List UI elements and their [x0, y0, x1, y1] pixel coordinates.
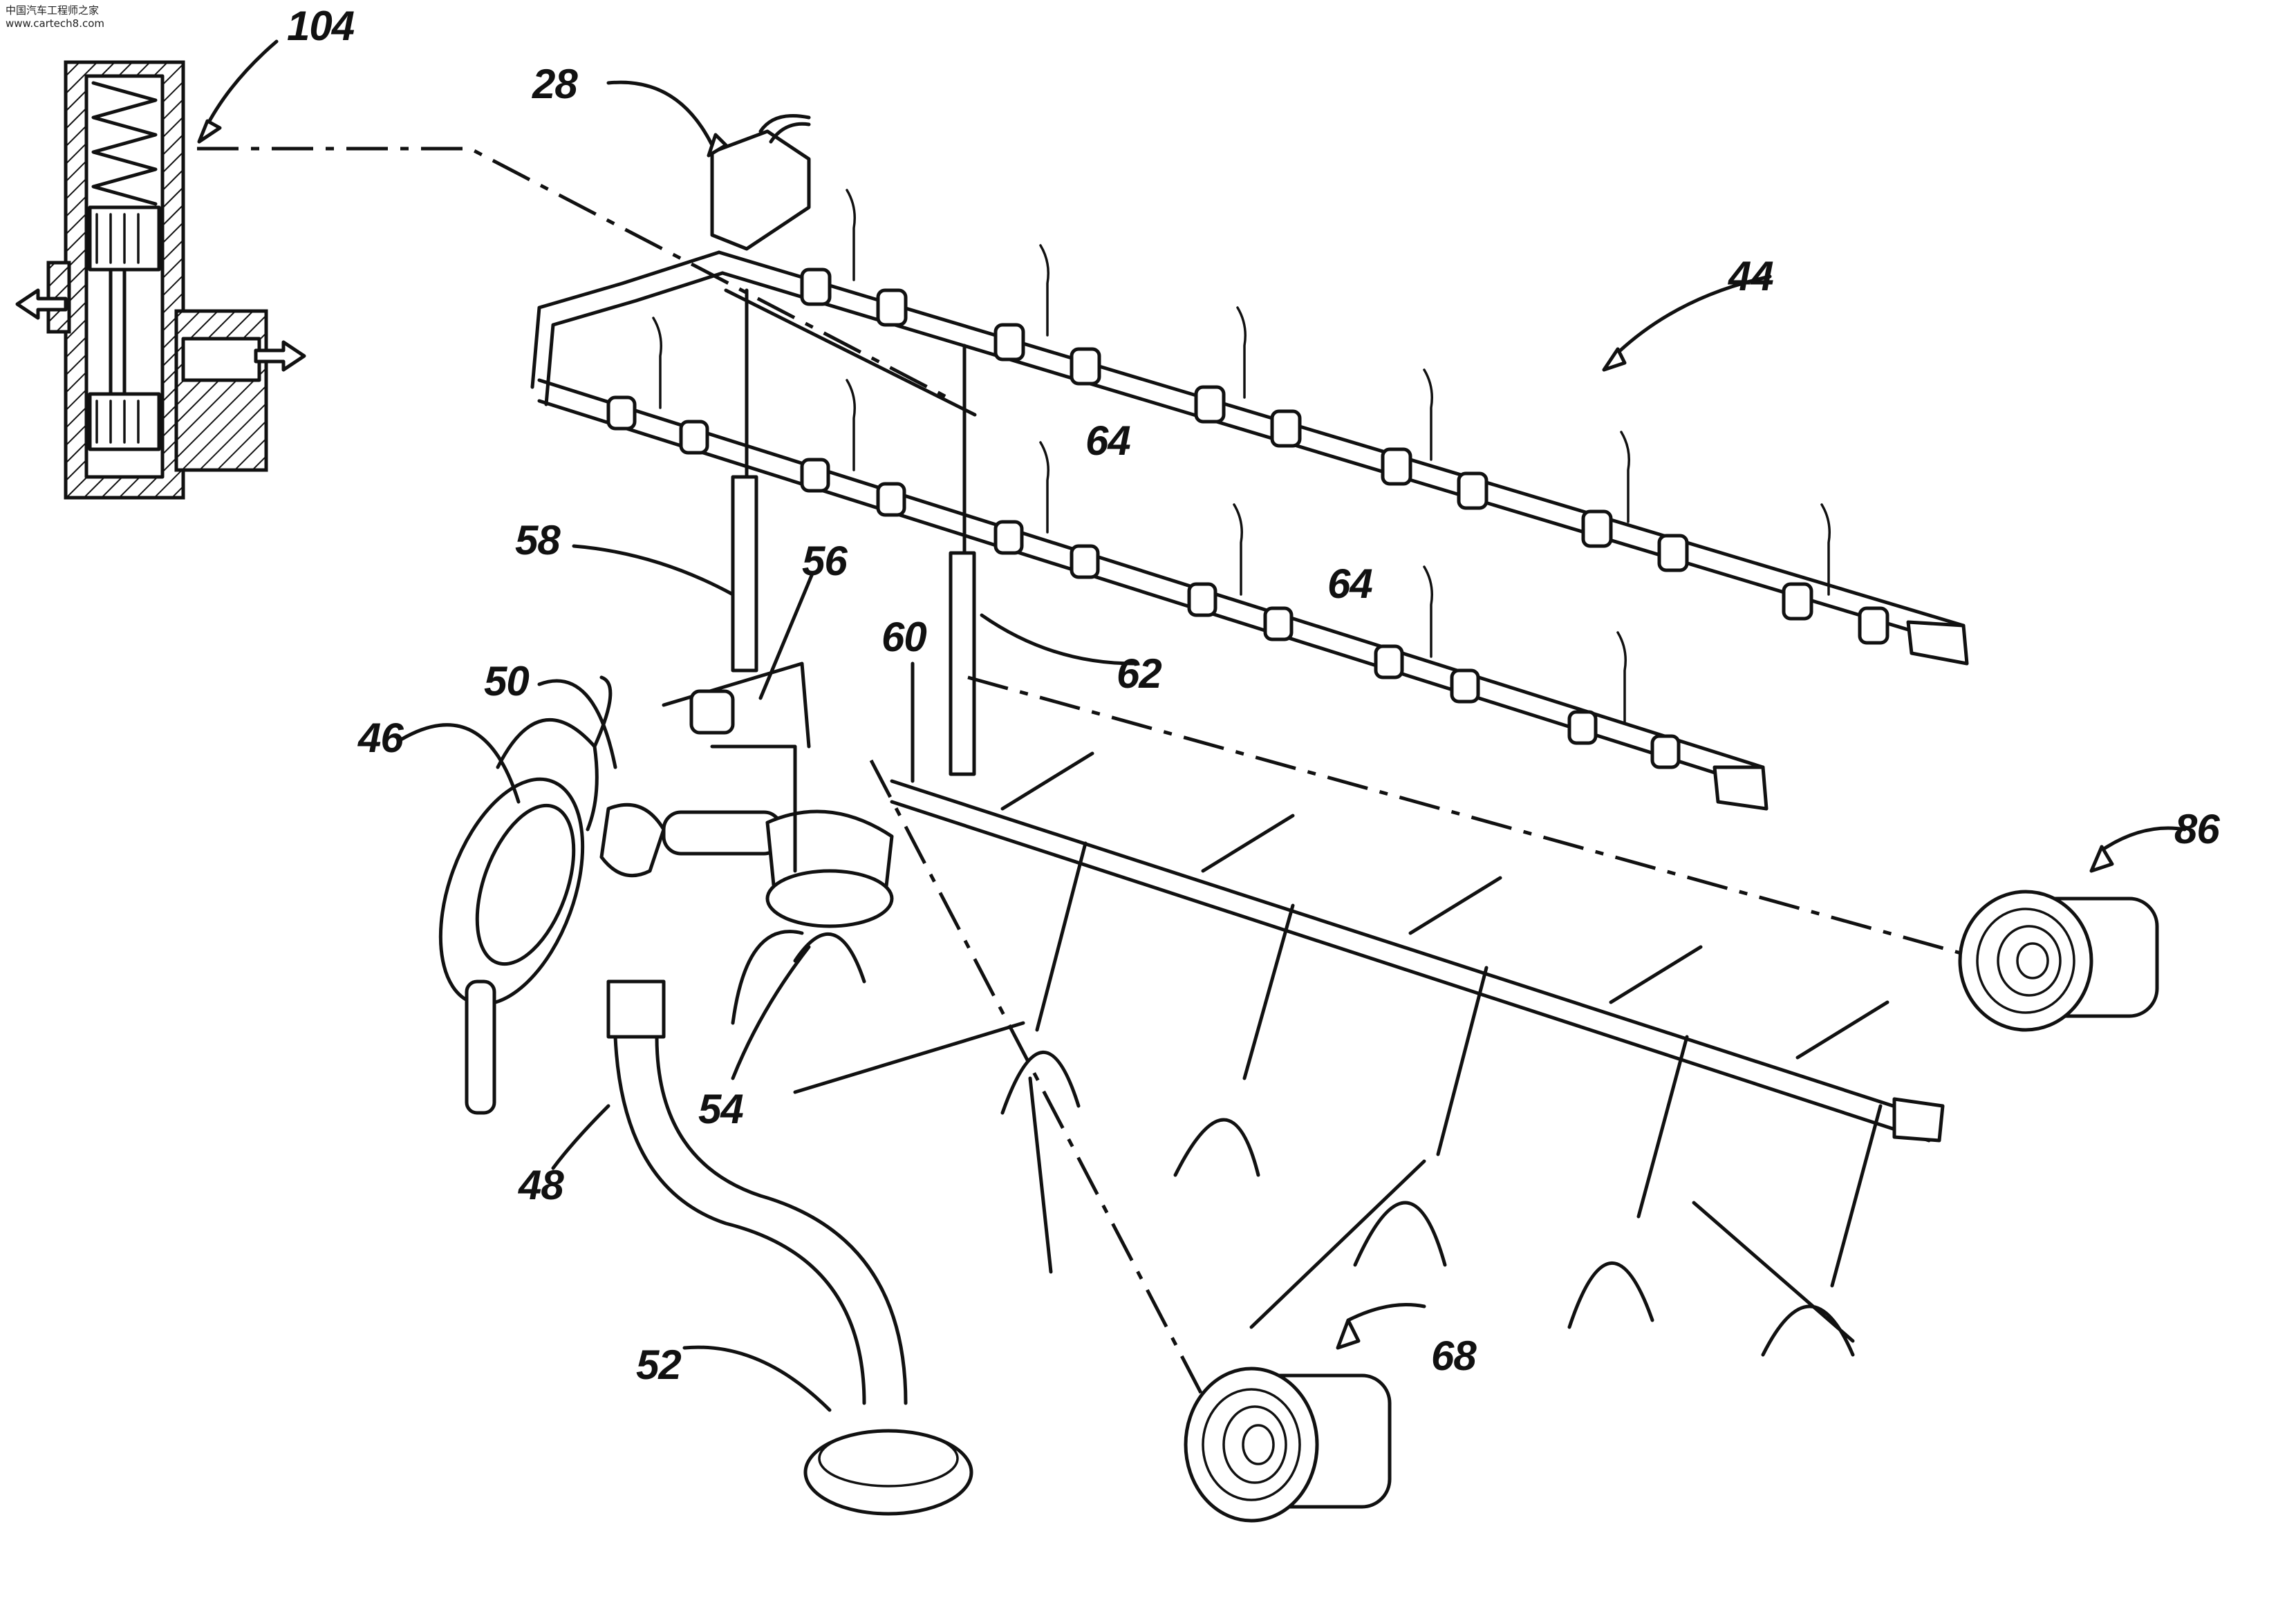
ref-68: 68 [1431, 1333, 1477, 1379]
ref-104: 104 [287, 3, 355, 49]
ref-48: 48 [519, 1162, 564, 1208]
watermark-line1: 中国汽车工程师之家 [6, 4, 100, 17]
ref-58: 58 [515, 517, 561, 563]
ref-60: 60 [881, 614, 927, 660]
connector-68 [1184, 1303, 1426, 1523]
pressure-valve-104 [15, 39, 306, 500]
ref-46: 46 [358, 715, 404, 761]
ref-52: 52 [636, 1342, 682, 1388]
support-posts [572, 288, 1136, 776]
bracket-28 [606, 80, 811, 251]
ref-86: 86 [2174, 806, 2220, 852]
ref-64-b: 64 [1327, 561, 1373, 607]
ref-50: 50 [484, 658, 530, 704]
ref-44: 44 [1728, 253, 1774, 299]
leader-44 [1609, 274, 1772, 362]
ref-28: 28 [532, 61, 578, 107]
lower-rail-assembly [793, 751, 1945, 1357]
hose-and-foot-52 [551, 979, 973, 1516]
watermark: 中国汽车工程师之家 www.cartech8.com [6, 4, 104, 30]
ref-56: 56 [802, 538, 848, 584]
dash-line-68 [869, 759, 1212, 1411]
dash-line-valve [197, 147, 955, 403]
ref-64-a: 64 [1085, 417, 1131, 464]
connector-86 [1958, 826, 2187, 1032]
ref-54: 54 [698, 1086, 744, 1132]
watermark-line2: www.cartech8.com [6, 17, 105, 30]
dash-line-86 [967, 675, 1964, 956]
pump-assembly [399, 572, 915, 1115]
upper-fuel-rail-44 [530, 189, 1969, 811]
ref-62: 62 [1117, 650, 1162, 697]
